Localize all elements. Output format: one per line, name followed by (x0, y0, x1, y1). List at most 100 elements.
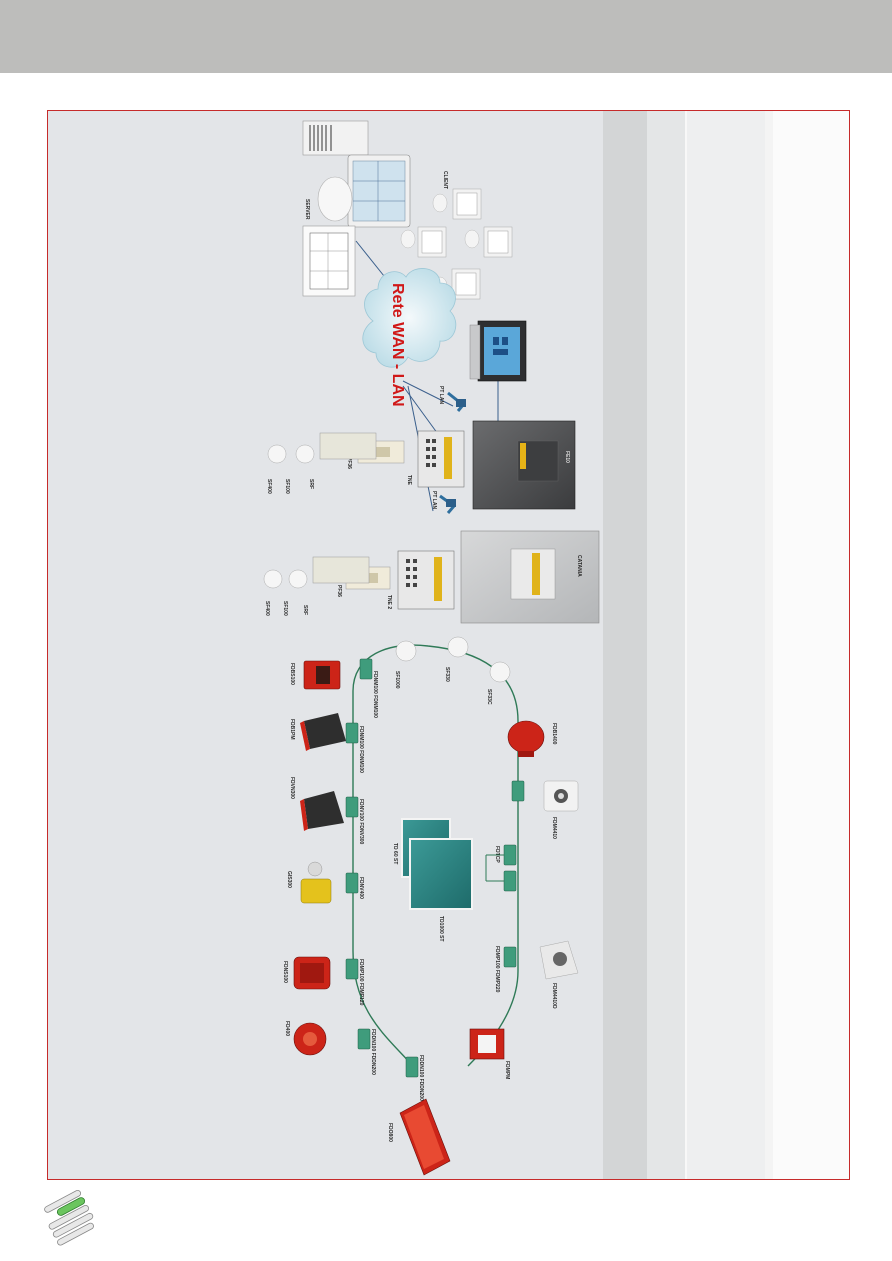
module-block (359, 658, 373, 680)
server-rack (302, 120, 369, 156)
pt-lan-top-label: PT LAN (438, 386, 444, 404)
fe10-label: FE10 (564, 451, 570, 463)
fdb1400-label: FDB1400 (551, 723, 557, 745)
loop-modules (345, 658, 525, 1078)
sf100-detector (295, 444, 315, 464)
fdb1pm-device (300, 713, 346, 751)
fd400-device (293, 1022, 327, 1056)
wan-lan-cloud: Rete WAN - LAN (362, 268, 457, 407)
module-label: FDNV400 (358, 877, 364, 899)
system-diagram: SERVER CLIENT Rete WAN - LAN (263, 120, 600, 1176)
module-label: FDNV100 FDNV300 (358, 799, 364, 845)
fdm4-label: FDM4410 (551, 817, 557, 839)
pt-lan-bottom-label: PT LAN (431, 491, 437, 509)
side-strip (647, 111, 685, 1179)
sf100-label: SF100 (282, 601, 288, 616)
module-label: FDDN100 FDDN200 (370, 1029, 376, 1075)
client-station (432, 188, 482, 220)
module-label: FDDN100 FDDN200 (418, 1055, 424, 1101)
tne2-keypad: TNE 2 (386, 550, 455, 609)
tne2-label: TNE 2 (386, 595, 392, 609)
pt-lan-bottom: PT LAN (431, 491, 457, 514)
sf100-detector (288, 569, 308, 589)
sf1000-label: SF1000 (394, 671, 400, 689)
td1000-display (409, 838, 473, 910)
srf-label: SRF (302, 605, 308, 615)
fd400-label: FD400 (284, 1021, 290, 1036)
fdns-label: FDNS100 (282, 961, 288, 983)
fdmp-label: FDMPM (504, 1061, 510, 1079)
module-block (357, 1028, 371, 1050)
fdbs100-device (303, 660, 341, 690)
fdb1400-device (507, 720, 545, 757)
sf330-label: SF330 (444, 667, 450, 682)
module-label: FDNM100 FDNM100 (372, 671, 378, 718)
srf-module (319, 432, 377, 460)
sf400-label: SF400 (264, 601, 270, 616)
module-block (503, 946, 517, 968)
fdm4410d-device (539, 940, 579, 980)
sf33c-detector (489, 661, 511, 683)
fdvn300-label: FDVN300 (289, 777, 295, 799)
pf36-label: PF36 (336, 585, 342, 597)
module-label: FDMP100 FDMP220 (494, 946, 500, 993)
side-strip (603, 111, 647, 1179)
catania-label: CATANIA (576, 555, 582, 577)
side-strip (685, 111, 767, 1179)
fdb1pm-label: FDB1PM (289, 719, 295, 740)
sensor-row-lower: PF36 SRF SF100 SF400 (263, 556, 391, 616)
pf36-label: PF36 (346, 457, 352, 469)
sf400-label: SF400 (266, 479, 272, 494)
detector-loop (352, 644, 519, 1067)
fdns100-device (293, 956, 331, 990)
module-block (503, 870, 517, 892)
fdm4d-label: FDM4410D (551, 983, 557, 1009)
gis300-label: GIS300 (286, 871, 292, 888)
loop-detectors (395, 636, 511, 683)
module-block (503, 844, 517, 866)
td1000-label: TD1000 ST (438, 916, 444, 942)
fdm4410-device (543, 780, 579, 812)
tne-label: TNE (406, 475, 412, 486)
sf100-label: SF100 (284, 479, 290, 494)
module-block (511, 780, 525, 802)
tne-keypad: TNE (406, 430, 465, 488)
fe10-panel: FE10 (472, 420, 576, 510)
fdvn300-device (300, 791, 344, 831)
module-block (405, 1056, 419, 1078)
server-group: SERVER (302, 120, 411, 297)
module-label: FDMP100 FDMP120 (358, 959, 364, 1006)
sf400-detector (267, 444, 287, 464)
sensor-row-upper: PF36 SRF SF100 SF400 (266, 432, 405, 494)
header-bar (0, 0, 892, 73)
td60-label: TD 60 ST (392, 843, 398, 864)
client-station (400, 226, 447, 258)
module-block (345, 722, 359, 744)
fdo-label: FDO800 (387, 1123, 393, 1142)
gis300-device (300, 861, 332, 904)
srf-module (312, 556, 370, 584)
sf33c-label: SF33C (486, 689, 492, 705)
sf400-detector (263, 569, 283, 589)
catania-panel: CATANIA (460, 530, 600, 624)
td-displays (401, 818, 504, 910)
fdo800-device (399, 1098, 451, 1176)
srf-label: SRF (308, 479, 314, 489)
client-label: CLIENT (442, 171, 448, 189)
module-block (345, 872, 359, 894)
laptop-station (469, 320, 527, 382)
diagram-frame: SERVER CLIENT Rete WAN - LAN (47, 110, 850, 1180)
fdmp-callpoint (469, 1028, 505, 1060)
company-logo-icon (44, 1189, 94, 1246)
sf330-detector (447, 636, 469, 658)
sf1000-detector (395, 640, 417, 662)
server-label: SERVER (304, 199, 310, 220)
fdbs100-label: FDBS100 (289, 663, 295, 685)
module-block (345, 796, 359, 818)
pt-lan-top: PT LAN (438, 386, 466, 412)
module-block (345, 958, 359, 980)
side-strip (765, 111, 773, 1179)
server-dome (317, 176, 353, 222)
cloud-label: Rete WAN - LAN (389, 283, 406, 407)
module-label: FDNM100 FDNM100 (358, 726, 364, 773)
